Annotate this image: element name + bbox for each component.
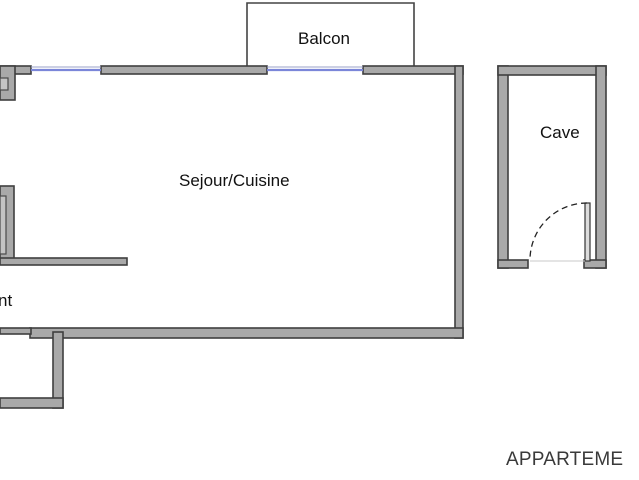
- cellar-right-wall: [595, 65, 607, 269]
- right-wall-living: [454, 65, 464, 339]
- annex-right-wall: [52, 331, 64, 409]
- cellar-bottom-right-stub: [583, 259, 607, 269]
- balcony-outline: [246, 2, 415, 72]
- cellar-top-wall: [497, 65, 607, 76]
- left-room-label: nt: [0, 291, 13, 310]
- bottom-wall-living: [29, 327, 464, 339]
- corner-block-inner: [0, 77, 9, 91]
- cellar-door-swing: [529, 202, 588, 261]
- top-wall-segment-right: [362, 65, 464, 75]
- top-wall-segment-middle: [100, 65, 268, 75]
- plan-caption: APPARTEME: [506, 449, 624, 470]
- cellar-bottom-left-stub: [497, 259, 529, 269]
- cellar-door-leaf: [584, 202, 591, 262]
- cellar-label: Cave: [540, 123, 580, 142]
- living-kitchen-label: Sejour/Cuisine: [179, 171, 290, 190]
- balcony-label: Balcon: [298, 29, 350, 48]
- annex-bottom-wall: [0, 397, 64, 409]
- bottom-wall-left-stub: [0, 327, 32, 335]
- cellar-left-wall: [497, 65, 509, 269]
- partition-inner: [0, 195, 7, 255]
- partition-horizontal: [0, 257, 128, 266]
